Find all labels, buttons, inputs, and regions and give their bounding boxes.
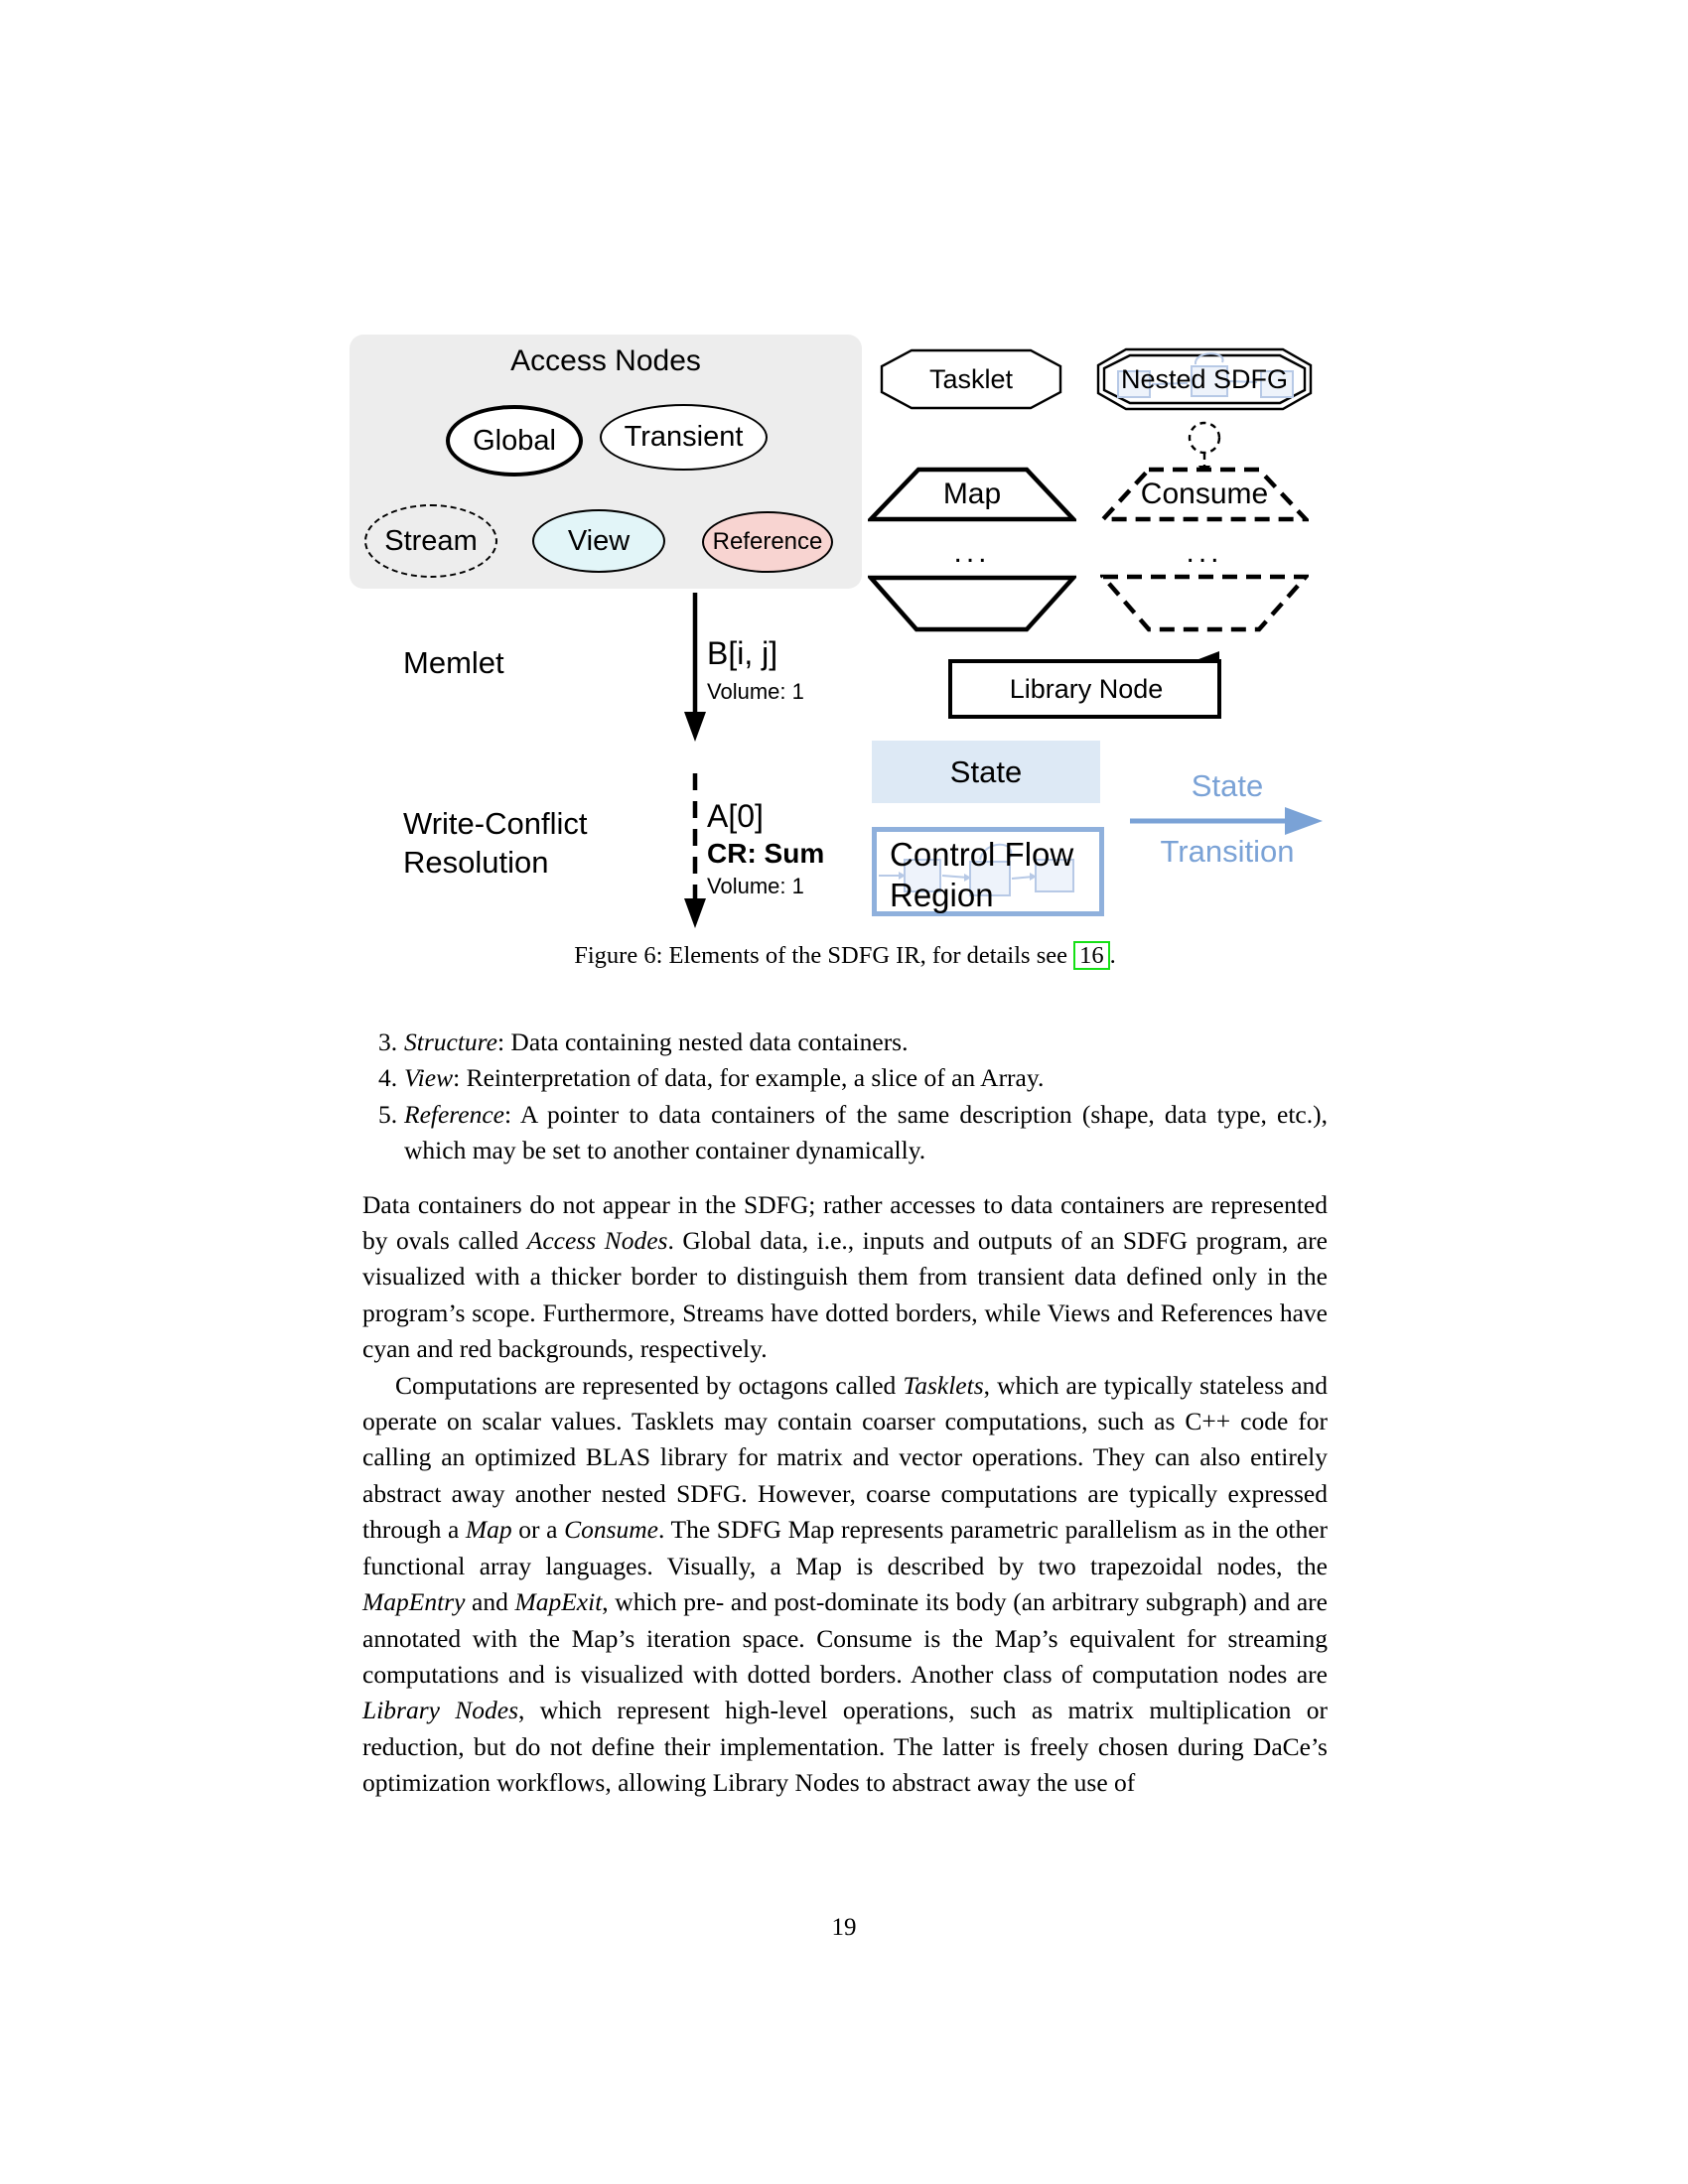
consume-exit-shape	[1100, 574, 1309, 632]
figure-caption-text: Figure 6: Elements of the SDFG IR, for d…	[574, 942, 1074, 969]
access-node-transient: Transient	[600, 404, 768, 471]
library-node-shape	[948, 651, 1221, 719]
access-node-global: Global	[446, 405, 583, 477]
figure-caption-period: .	[1109, 942, 1116, 969]
memlet-arrow	[684, 593, 706, 742]
wcr-cr-label: CR: Sum	[707, 838, 825, 869]
map-entry-label: Map	[942, 478, 1002, 510]
access-node-reference: Reference	[702, 511, 833, 573]
list-item-text: Structure: Data containing nested data c…	[404, 1027, 909, 1056]
library-node-label: Library Node	[1009, 673, 1164, 704]
memlet-subset-label: B[i, j]	[707, 635, 778, 671]
list-item: 4. View: Reinterpretation of data, for e…	[362, 1060, 1328, 1096]
wcr-caption: Write-Conflict Resolution	[403, 806, 588, 880]
map-exit-shape	[868, 575, 1076, 632]
consume-entry-shape	[1100, 467, 1309, 522]
control-flow-region-node: Control Flow Region	[872, 827, 1104, 916]
map-body-ellipsis: ...	[953, 536, 991, 569]
nested-mini-state-diagram	[1117, 352, 1294, 398]
list-item-number: 5.	[378, 1099, 398, 1129]
consume-body-ellipsis: ...	[1186, 536, 1223, 569]
list-item-number: 3.	[378, 1027, 398, 1056]
data-container-list: 3. Structure: Data containing nested dat…	[362, 1024, 1328, 1169]
state-transition-label-line2: Transition	[1160, 834, 1295, 869]
state-node: State	[872, 741, 1100, 803]
list-item: 3. Structure: Data containing nested dat…	[362, 1024, 1328, 1060]
access-node-view: View	[532, 509, 665, 573]
cfr-mini-state-diagram	[879, 843, 1074, 896]
page-number: 19	[831, 1914, 857, 1941]
tasklet-octagon-shape	[880, 348, 1062, 410]
access-node-stream: Stream	[364, 504, 497, 578]
wcr-subset-label: A[0]	[707, 798, 764, 834]
tasklet-label: Tasklet	[928, 363, 1014, 394]
body-text: 3. Structure: Data containing nested dat…	[362, 1024, 1328, 1802]
wcr-arrow	[684, 773, 706, 928]
map-entry-shape	[868, 467, 1076, 522]
list-item: 5. Reference: A pointer to data containe…	[362, 1097, 1328, 1169]
list-item-text: Reference: A pointer to data containers …	[404, 1099, 1328, 1165]
citation-link[interactable]: 16	[1073, 941, 1110, 970]
access-nodes-title: Access Nodes	[510, 344, 701, 377]
state-transition-arrow	[1130, 807, 1323, 835]
nested-sdfg-shape	[1096, 347, 1313, 411]
state-transition-label-line1: State	[1191, 768, 1264, 803]
memlet-volume-label: Volume: 1	[707, 679, 804, 704]
figure-caption: Figure 6: Elements of the SDFG IR, for d…	[362, 941, 1328, 970]
list-item-text: View: Reinterpretation of data, for exam…	[404, 1063, 1045, 1093]
paragraph-access-nodes: Data containers do not appear in the SDF…	[362, 1189, 1328, 1364]
paragraph-computations: Computations are represented by octagons…	[362, 1370, 1329, 1798]
memlet-caption: Memlet	[403, 645, 504, 680]
list-item-number: 4.	[378, 1063, 398, 1093]
access-nodes-panel: Access Nodes Global Transient Stream Vie…	[350, 335, 862, 589]
control-flow-region-label: Control Flow Region	[890, 836, 1074, 913]
wcr-volume-label: Volume: 1	[707, 874, 804, 898]
nested-sdfg-label: Nested SDFG	[1120, 363, 1289, 394]
consume-entry-label: Consume	[1140, 478, 1269, 510]
